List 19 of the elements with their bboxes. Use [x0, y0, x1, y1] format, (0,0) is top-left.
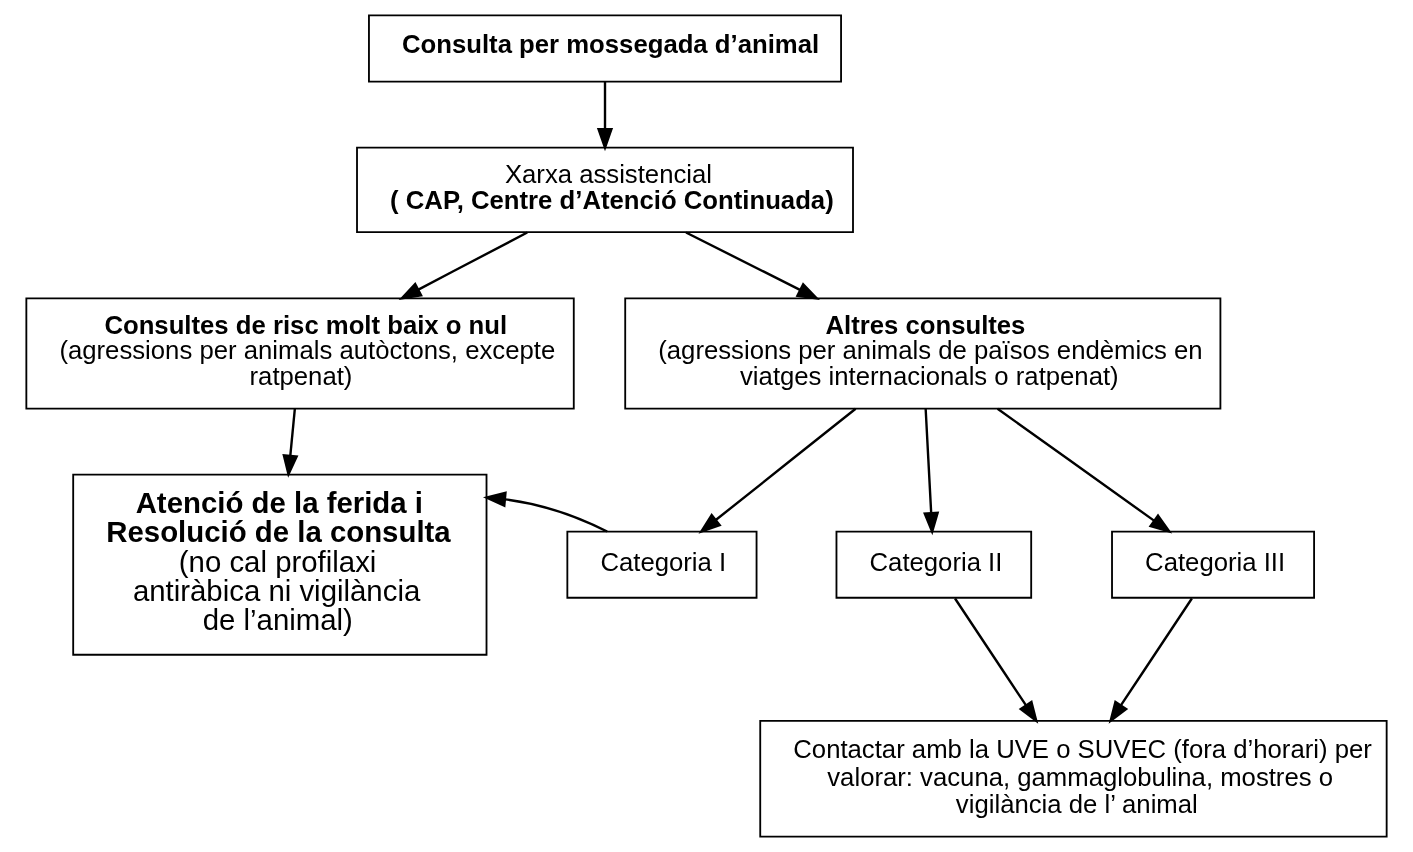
- node-box: Categoria III: [1111, 530, 1315, 599]
- arrow: [996, 407, 1173, 534]
- node-box: Consultes de risc molt baix o nul (agressions per animals autòctons, excepte ratpenat): [25, 297, 575, 410]
- node-box: Xarxa assistencial ( CAP, Centre d’Atenció Continuada): [356, 146, 854, 234]
- node-box: Consulta per mossegada d’animal: [368, 14, 842, 83]
- arrow: [282, 408, 299, 478]
- node-box: Categoria I: [566, 530, 758, 599]
- node-box: Altres consultes (agressions per animals de països endèmics en viatges internacionals o ratpenat): [624, 297, 1222, 410]
- arrow: [398, 231, 528, 300]
- arrow: [954, 597, 1039, 724]
- arrow: [1108, 597, 1193, 724]
- node-box: Contactar amb la UVE o SUVEC (fora d’horari) per valorar: vacuna, gammaglobulina, mostres o vigilància de l’ animal: [759, 719, 1388, 838]
- arrow: [923, 408, 940, 536]
- arrow: [685, 231, 820, 300]
- node-box: Categoria II: [835, 530, 1033, 599]
- arrow: [698, 407, 857, 534]
- node-box: Atenció de la ferida i Resolució de la consulta (no cal profilaxi antiràbica ni vigilància de l’animal): [72, 473, 488, 656]
- arrow: [482, 491, 608, 533]
- arrow: [596, 81, 614, 152]
